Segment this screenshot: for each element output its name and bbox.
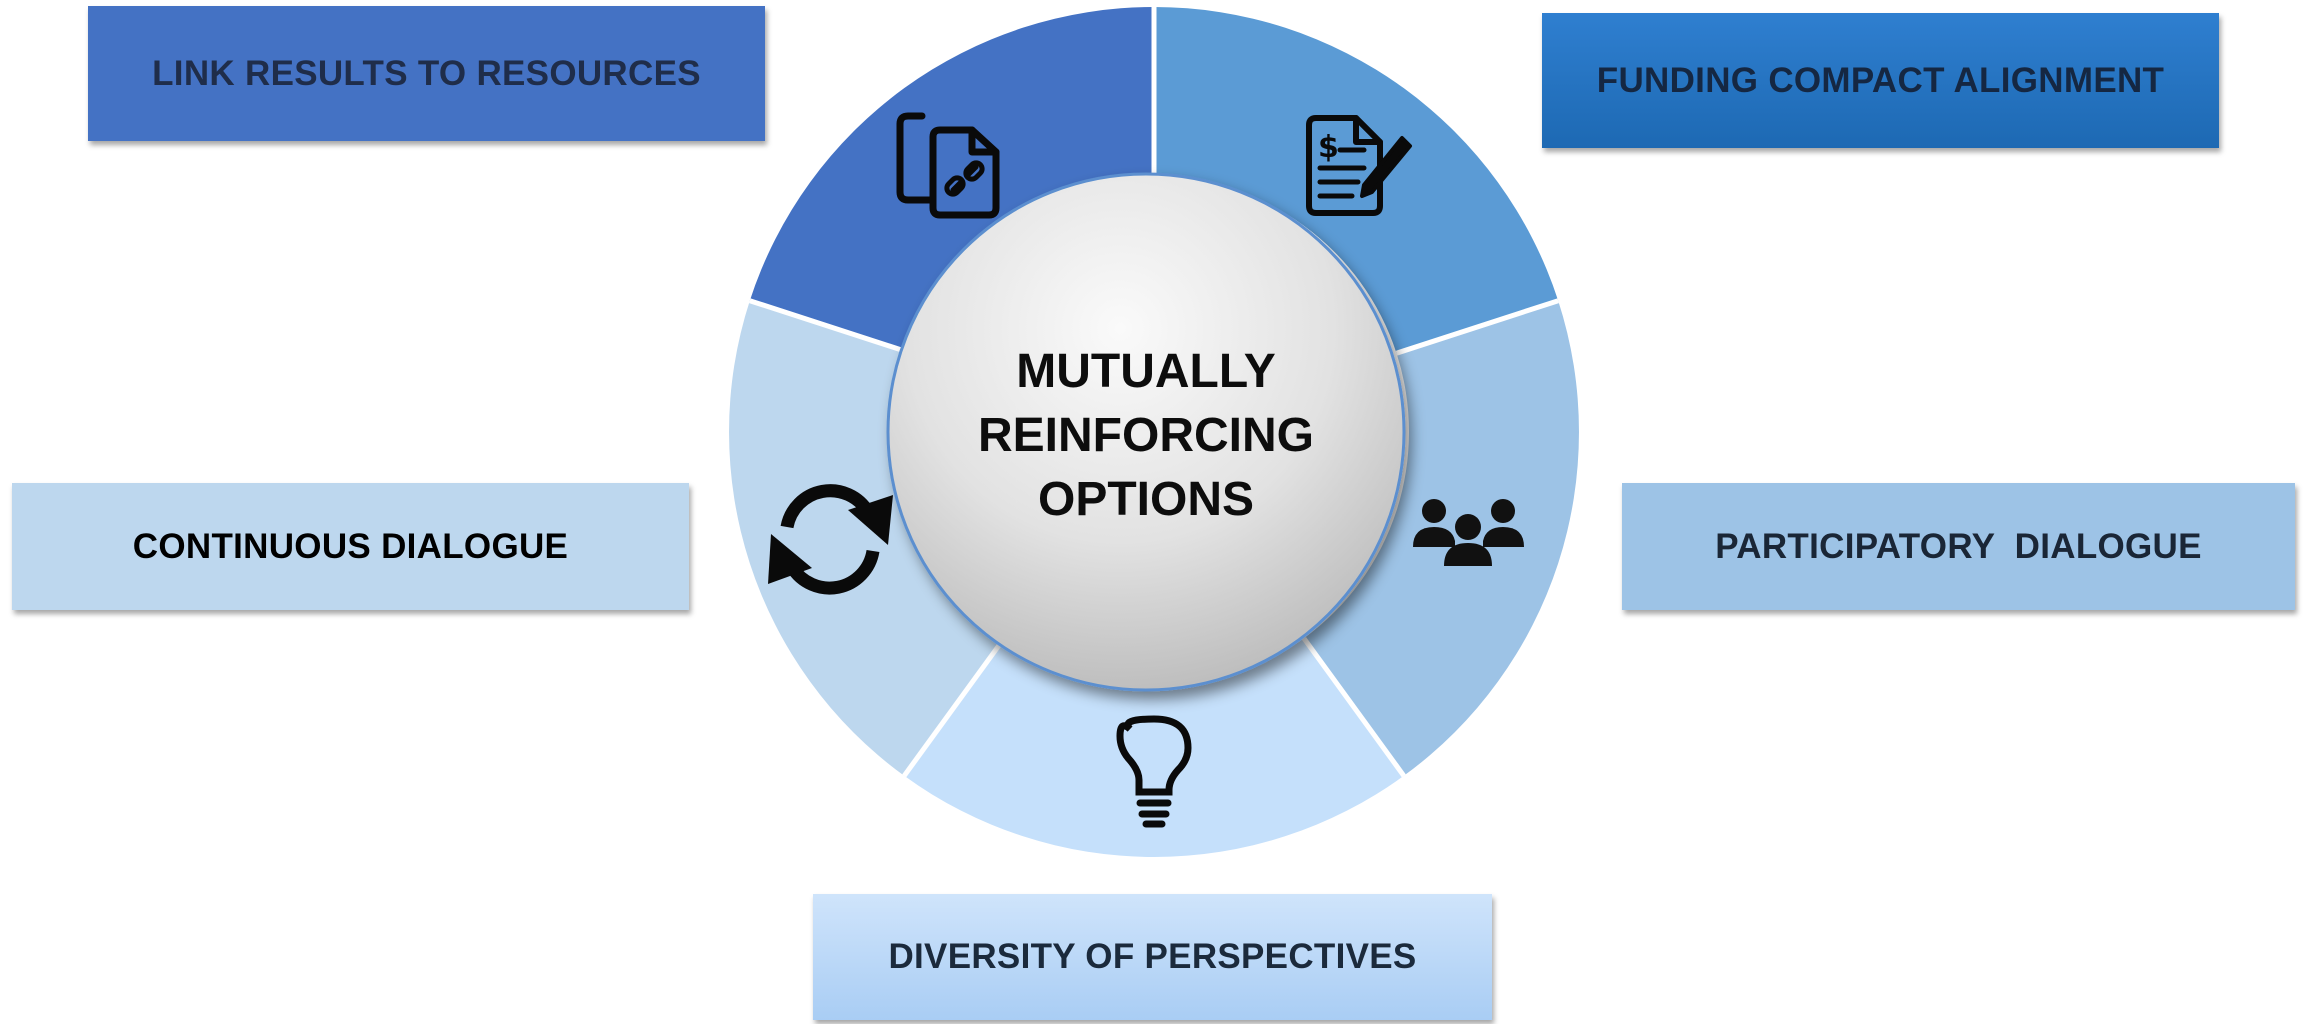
label-participatory-dialogue: PARTICIPATORY DIALOGUE: [1622, 483, 2295, 610]
segment-dividers: [749, 7, 1559, 778]
center-hub: [886, 172, 1406, 692]
people-group-icon: [1413, 499, 1524, 566]
segment-participatory-dialogue: [904, 638, 1404, 857]
contract-signing-icon: $: [1306, 115, 1412, 216]
segment-diversity-perspectives: [729, 300, 1005, 776]
center-title-line-2: REINFORCING: [978, 409, 1314, 462]
center-title-line-3: OPTIONS: [1038, 473, 1254, 526]
refresh-cycle-icon: [768, 484, 893, 595]
label-diversity-of-perspectives: DIVERSITY OF PERSPECTIVES: [813, 894, 1492, 1020]
svg-text:$: $: [1318, 130, 1339, 165]
linked-documents-icon: [896, 112, 1000, 219]
label-link-results-to-resources: LINK RESULTS TO RESOURCES: [88, 6, 765, 141]
lightbulb-icon: [1116, 715, 1192, 828]
label-continuous-dialogue: CONTINUOUS DIALOGUE: [12, 483, 689, 610]
label-funding-compact-alignment: FUNDING COMPACT ALIGNMENT: [1542, 13, 2219, 148]
center-title-line-1: MUTUALLY: [1016, 345, 1276, 398]
